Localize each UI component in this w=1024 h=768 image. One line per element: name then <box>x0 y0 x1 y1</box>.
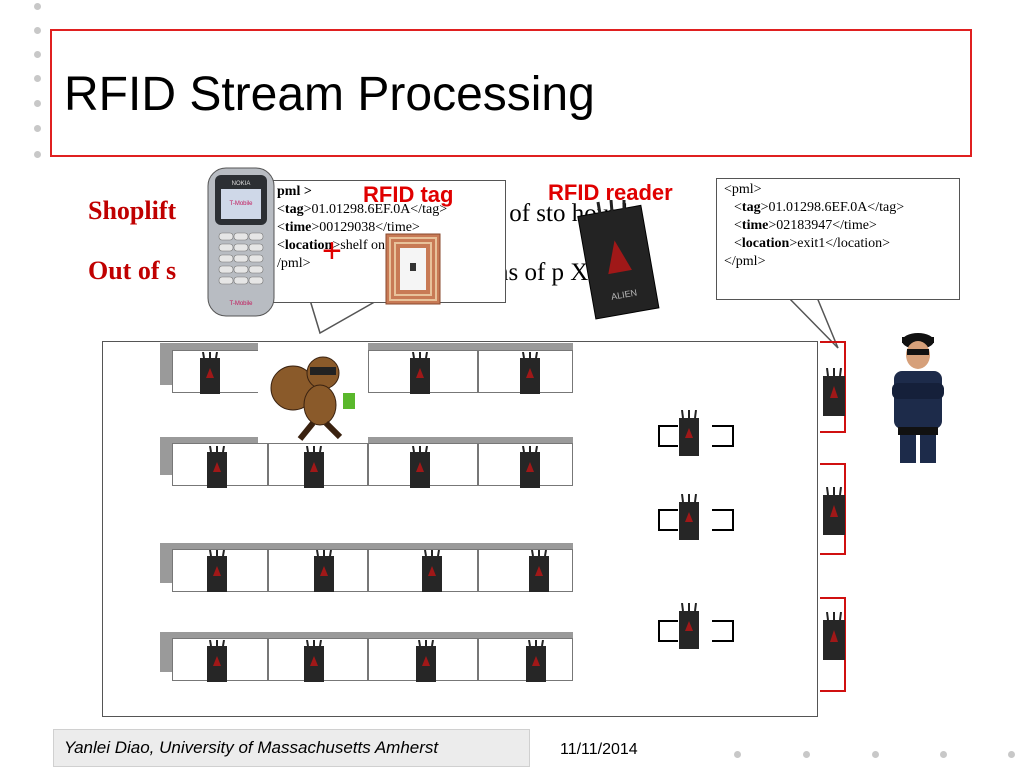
callout-left-gap <box>271 298 361 301</box>
store-floor <box>102 341 818 717</box>
callout-line: pml > <box>277 184 312 199</box>
security-guard-image <box>892 333 944 463</box>
callout-line: <time>02183947</time> <box>734 218 877 233</box>
rfid-reader-icon <box>207 550 227 592</box>
footer-date: 11/11/2014 <box>560 741 638 758</box>
title-box: RFID Stream Processing <box>50 29 972 157</box>
plus-sign: + <box>322 232 342 270</box>
rfid-reader-icon <box>200 352 220 394</box>
rfid-reader-icon <box>410 446 430 488</box>
bullet-label: Out of s <box>88 256 177 285</box>
callout-line: <pml> <box>724 182 762 197</box>
phone-brand-text: NOKIA <box>232 181 251 187</box>
bullet-outofstock: Out of s <box>88 256 176 286</box>
callout-right: <pml> <tag>01.01298.6EF.0A</tag> <time>0… <box>716 178 960 300</box>
phone-image: NOKIA T-Mobile T-Mobile <box>207 167 275 317</box>
phone-carrier-bottom-text: T-Mobile <box>229 301 253 307</box>
callout-line: </pml> <box>724 254 766 269</box>
rfid-reader-icon <box>529 550 549 592</box>
rfid-reader-icon <box>679 603 699 649</box>
phone-carrier-text: T-Mobile <box>229 201 253 207</box>
rfid-reader-icon <box>416 640 436 682</box>
rfid-reader-icon <box>520 352 540 394</box>
rfid-reader-icon <box>823 487 845 535</box>
callout-line: <tag>01.01298.6EF.0A</tag> <box>734 200 905 215</box>
bullet-shoplift: Shoplift <box>88 196 176 226</box>
rfid-reader-icon <box>207 446 227 488</box>
footer-author: Yanlei Diao, University of Massachusetts… <box>53 729 530 767</box>
rfid-reader-icon <box>304 446 324 488</box>
rfid-reader-icon <box>410 352 430 394</box>
callout-line: <location>shelf on> <box>277 238 393 253</box>
rfid-reader-icon <box>422 550 442 592</box>
rfid-reader-icon <box>823 368 845 416</box>
rfid-tag-label: RFID tag <box>363 182 454 207</box>
rfid-reader-icon <box>304 640 324 682</box>
rfid-tag-image <box>385 233 441 305</box>
thief-image <box>258 343 368 443</box>
callout-line: <location>exit1</location> <box>734 236 891 251</box>
rfid-reader-icon <box>520 446 540 488</box>
rfid-reader-icon <box>823 612 845 660</box>
page-title: RFID Stream Processing <box>64 68 595 121</box>
reader-brand-text: ALIEN <box>610 287 637 301</box>
rfid-reader-icon <box>679 494 699 540</box>
callout-line: /pml> <box>277 256 311 271</box>
bullet-label: Shoplift <box>88 196 177 225</box>
callout-line: <tag>01.01298.6EF.0A</tag> <box>277 202 448 217</box>
callout-line: <time>00129038</time> <box>277 220 420 235</box>
rfid-reader-icon <box>314 550 334 592</box>
rfid-reader-image: ALIEN <box>577 200 660 320</box>
rfid-reader-icon <box>526 640 546 682</box>
rfid-reader-icon <box>207 640 227 682</box>
rfid-reader-icon <box>679 410 699 456</box>
